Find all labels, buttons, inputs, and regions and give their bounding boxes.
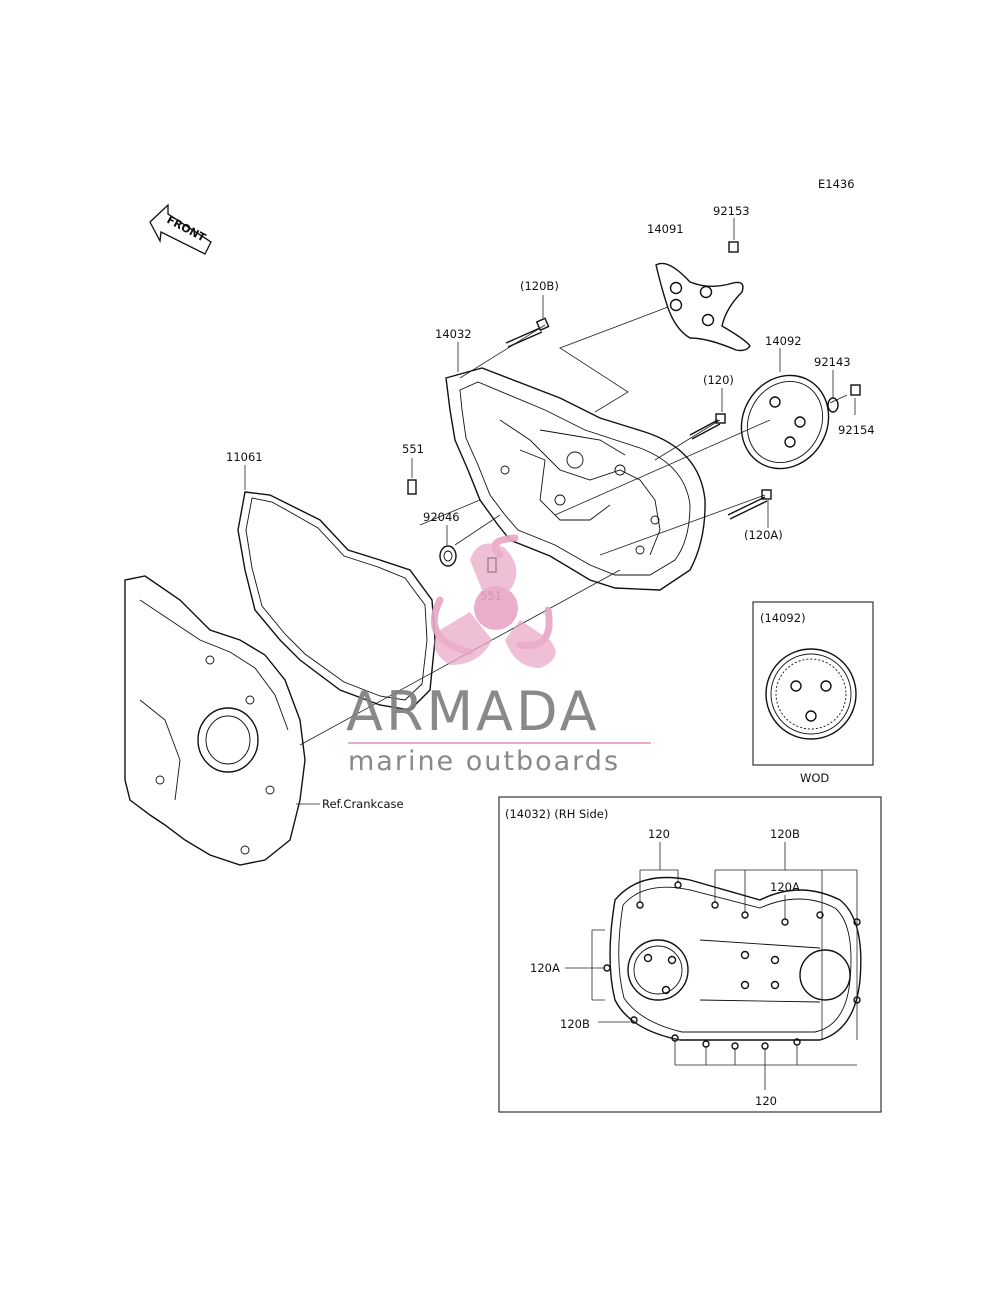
inset-rh-side: (14032) (RH Side) bbox=[498, 796, 882, 1113]
bolt-120B bbox=[505, 295, 550, 348]
rh-label-mid-120A: 120A bbox=[770, 880, 800, 894]
part-14091-cover bbox=[655, 262, 751, 352]
crankcase-reference bbox=[124, 575, 320, 866]
watermark: ARMADA marine outboards bbox=[346, 534, 651, 777]
bolt-120A bbox=[727, 489, 772, 528]
front-arrow-icon: FRONT bbox=[149, 203, 212, 255]
label-120A: (120A) bbox=[744, 528, 783, 542]
bolt-92153 bbox=[728, 218, 739, 253]
seal-92046 bbox=[439, 525, 457, 567]
label-92046: 92046 bbox=[423, 510, 460, 524]
label-92143: 92143 bbox=[814, 355, 851, 369]
inset-wod-caption: WOD bbox=[800, 771, 829, 785]
label-92153: 92153 bbox=[713, 204, 750, 218]
watermark-brand: ARMADA bbox=[346, 680, 600, 743]
rh-label-bottom-120: 120 bbox=[755, 1094, 777, 1108]
leader-lines bbox=[299, 306, 848, 746]
bolt-120 bbox=[689, 388, 726, 440]
label-120B: (120B) bbox=[520, 279, 559, 293]
inset-rh-title: (14032) (RH Side) bbox=[505, 807, 608, 821]
label-120: (120) bbox=[703, 373, 734, 387]
watermark-tagline: marine outboards bbox=[348, 746, 620, 777]
inset-wod: (14092) WOD bbox=[752, 601, 874, 785]
label-92154: 92154 bbox=[838, 423, 875, 437]
label-14032: 14032 bbox=[435, 327, 472, 341]
bolt-92154 bbox=[850, 384, 861, 415]
rh-label-top-120B: 120B bbox=[770, 827, 800, 841]
label-14091: 14091 bbox=[647, 222, 684, 236]
gasket-11061 bbox=[237, 465, 436, 711]
label-11061: 11061 bbox=[226, 450, 263, 464]
rh-leader-lines bbox=[565, 842, 858, 1090]
label-551-a: 551 bbox=[402, 442, 424, 456]
label-14092: 14092 bbox=[765, 334, 802, 348]
rh-label-top-120: 120 bbox=[648, 827, 670, 841]
label-ref-crankcase: Ref.Crankcase bbox=[322, 797, 404, 811]
part-14092-disc bbox=[740, 348, 830, 470]
propeller-logo-icon bbox=[430, 534, 556, 668]
diagram-code: E1436 bbox=[818, 177, 855, 191]
washer-92143 bbox=[827, 370, 839, 413]
dowel-pin-551-a bbox=[407, 458, 417, 495]
inset-wod-title: (14092) bbox=[760, 611, 806, 625]
rh-label-left-120B: 120B bbox=[560, 1017, 590, 1031]
part-14032-clutch-cover bbox=[445, 342, 706, 591]
rh-label-left-120A: 120A bbox=[530, 961, 560, 975]
